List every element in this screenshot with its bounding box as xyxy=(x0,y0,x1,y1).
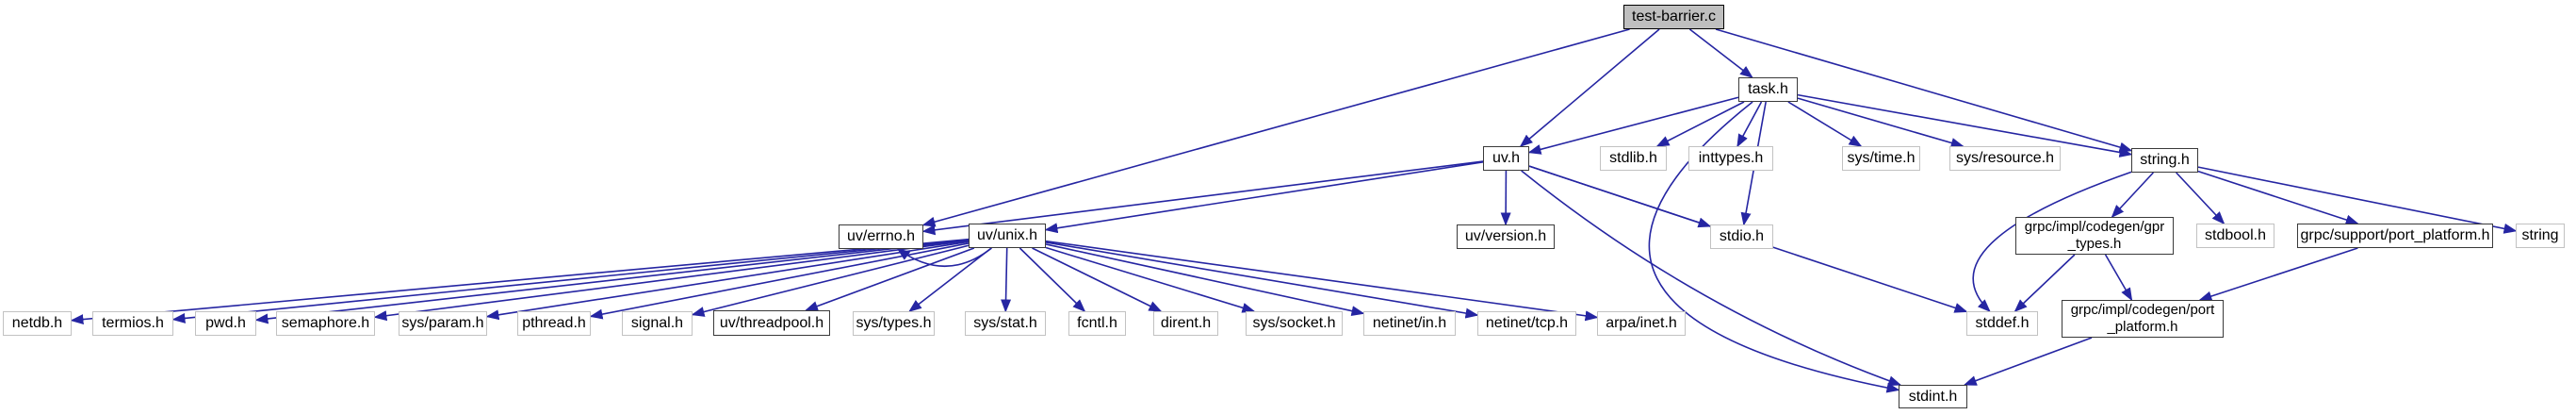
node-arpa-inet: arpa/inet.h xyxy=(1597,311,1686,336)
edge-uv-unix-to-sys-stat xyxy=(1001,247,1012,313)
edge-task-to-sys-resource xyxy=(1797,97,1965,148)
node-netinet-tcp: netinet/tcp.h xyxy=(1477,311,1576,336)
node-sys-time: sys/time.h xyxy=(1842,146,1920,171)
edge-test-barrier-to-uv xyxy=(1519,28,1660,147)
node-sys-types: sys/types.h xyxy=(853,311,935,336)
node-sys-resource: sys/resource.h xyxy=(1949,146,2061,171)
edge-task-to-uv xyxy=(1527,96,1739,155)
edge-task-to-inttypes xyxy=(1736,101,1763,148)
node-gpr-types[interactable]: grpc/impl/codegen/gpr _types.h xyxy=(2015,217,2174,255)
edge-uv-unix-to-fcntl xyxy=(1019,247,1086,313)
edge-uv-unix-to-dirent xyxy=(1032,247,1163,312)
edge-string-h-to-stddef xyxy=(1972,171,2132,313)
edge-uv-unix-to-pwd xyxy=(254,239,970,324)
edge-uv-unix-to-termios xyxy=(171,239,970,324)
edge-task-to-string-h xyxy=(1797,93,2133,158)
node-test-barrier: test-barrier.c xyxy=(1623,5,1724,29)
edge-test-barrier-to-string-h xyxy=(1715,28,2133,153)
node-grpc-support-port[interactable]: grpc/support/port_platform.h xyxy=(2297,224,2493,248)
edge-test-barrier-to-task xyxy=(1688,28,1753,78)
node-inttypes: inttypes.h xyxy=(1688,146,1773,171)
node-uv-threadpool[interactable]: uv/threadpool.h xyxy=(713,310,830,336)
node-dirent: dirent.h xyxy=(1153,311,1218,336)
node-signal: signal.h xyxy=(622,311,693,336)
edge-uv-unix-to-signal xyxy=(691,244,970,317)
node-termios: termios.h xyxy=(92,311,173,336)
edge-task-to-sys-time xyxy=(1787,101,1863,147)
node-netinet-in: netinet/in.h xyxy=(1363,311,1456,336)
node-uv-version[interactable]: uv/version.h xyxy=(1457,224,1555,249)
node-stdlib: stdlib.h xyxy=(1600,146,1667,171)
node-string-plain: string xyxy=(2516,224,2565,248)
node-sys-param: sys/param.h xyxy=(399,311,487,336)
edge-gpr-types-to-codegen-port xyxy=(2104,254,2133,302)
edge-task-to-stdlib xyxy=(1655,101,1745,147)
edge-string-h-to-string-plain xyxy=(2197,166,2518,234)
edge-uv-unix-to-netinet-tcp xyxy=(1045,241,1479,319)
edge-gpr-types-to-stddef xyxy=(2014,254,2076,313)
node-uv[interactable]: uv.h xyxy=(1483,146,1529,171)
node-stddef: stddef.h xyxy=(1966,311,2038,336)
node-uv-errno[interactable]: uv/errno.h xyxy=(839,224,923,249)
node-sys-socket: sys/socket.h xyxy=(1246,311,1343,336)
edge-uv-to-uv-unix xyxy=(1044,161,1484,234)
edge-test-barrier-to-uv-errno xyxy=(921,28,1630,227)
node-sys-stat: sys/stat.h xyxy=(965,311,1046,336)
edge-uv-unix-to-sys-socket xyxy=(1045,246,1256,313)
edge-uv-unix-to-arpa-inet xyxy=(1045,240,1599,322)
edge-uv-unix-to-netinet-in xyxy=(1045,243,1365,317)
edge-uv-unix-to-sys-param xyxy=(485,241,970,321)
node-semaphore: semaphore.h xyxy=(276,311,375,336)
edge-codegen-port-to-stdint xyxy=(1963,337,2093,386)
node-pwd: pwd.h xyxy=(195,311,256,336)
edge-uv-to-stdint xyxy=(1521,170,1902,386)
edge-task-to-stdint xyxy=(1648,101,1900,393)
edge-uv-to-uv-errno xyxy=(921,160,1484,236)
edge-string-h-to-gpr-types xyxy=(2111,172,2154,219)
edge-string-h-to-stdbool xyxy=(2176,172,2225,225)
edge-uv-unix-to-pthread xyxy=(589,242,970,320)
node-stdio: stdio.h xyxy=(1710,224,1773,249)
node-netdb: netdb.h xyxy=(3,311,72,336)
edge-grpc-support-port-to-codegen-port xyxy=(2198,247,2358,302)
node-task[interactable]: task.h xyxy=(1738,77,1798,102)
edge-uv-unix-to-semaphore xyxy=(373,240,970,322)
node-fcntl: fcntl.h xyxy=(1068,311,1126,336)
node-uv-unix[interactable]: uv/unix.h xyxy=(969,224,1046,248)
edge-uv-unix-to-netdb xyxy=(70,238,970,325)
node-stdbool: stdbool.h xyxy=(2196,224,2274,248)
node-codegen-port[interactable]: grpc/impl/codegen/port _platform.h xyxy=(2062,300,2224,338)
node-string-h[interactable]: string.h xyxy=(2131,148,2198,173)
edge-string-h-to-grpc-support-port xyxy=(2197,170,2359,225)
edge-uv-unix-to-sys-types xyxy=(908,247,992,312)
node-pthread: pthread.h xyxy=(517,311,591,336)
node-stdint[interactable]: stdint.h xyxy=(1899,385,1967,408)
edge-uv-unix-to-uv-threadpool xyxy=(805,247,975,311)
